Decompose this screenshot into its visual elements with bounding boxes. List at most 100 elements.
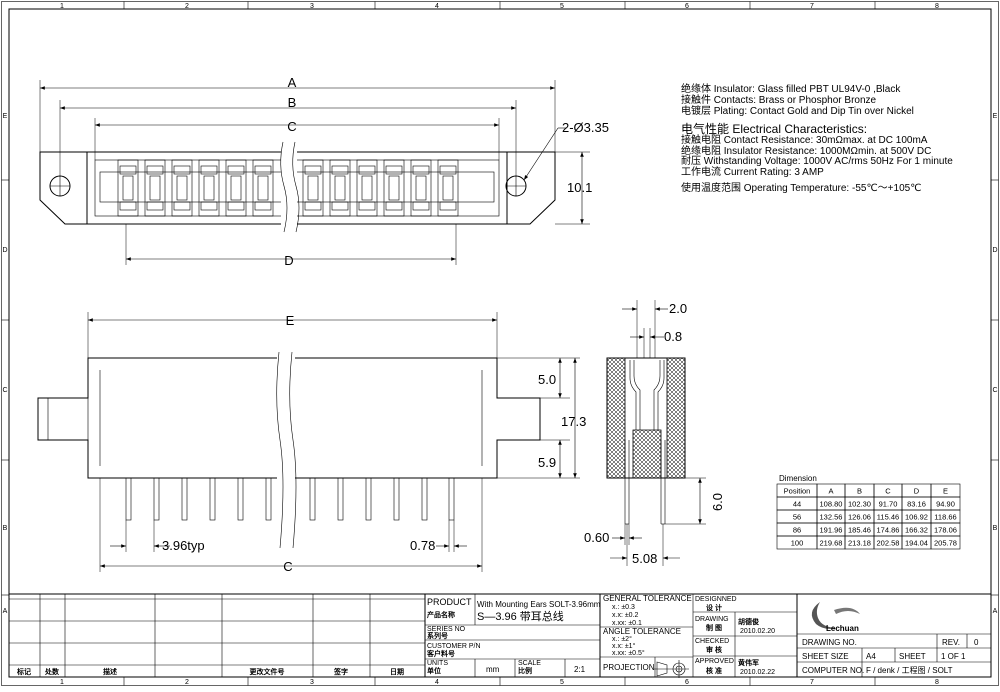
spec-note-contacts: 接触件 Contacts: Brass or Phosphor Bronze (681, 93, 877, 106)
table-cell: 194.04 (901, 535, 932, 550)
pin (448, 477, 455, 521)
table-cell: 115.46 (873, 509, 903, 524)
column-marker-top: 4 (435, 3, 439, 10)
svg-text:132.56: 132.56 (820, 513, 843, 522)
contact-cavity (144, 159, 166, 217)
angle-tol-3: x.xx: ±0.5° (612, 649, 645, 657)
drawing-no-label: DRAWING NO. (802, 638, 857, 647)
drawer-name: 胡德俊 (738, 617, 759, 626)
svg-text:94.90: 94.90 (936, 500, 955, 509)
svg-text:B: B (857, 487, 862, 496)
spec-note-insulator: 绝缘体 Insulator: Glass filled PBT UL94V-0 … (681, 82, 901, 95)
angle-tol-2: x.x: ±1° (612, 642, 636, 650)
svg-text:56: 56 (793, 513, 801, 522)
title-block: 标记处数描述更改文件号签字日期 PRODUCT 产品名称 With Mounti… (8, 593, 992, 678)
scale-label-cn: 比例 (518, 666, 532, 675)
table-cell: 106.92 (901, 509, 932, 524)
column-marker-bottom: 7 (810, 679, 814, 686)
table-cell: 166.32 (901, 522, 932, 537)
general-tol-3: x.xx: ±0.1 (612, 620, 642, 627)
pin (421, 477, 428, 521)
row-marker-left: C (2, 387, 7, 394)
table-cell: 174.86 (873, 522, 903, 537)
pin (393, 477, 400, 521)
pins (125, 477, 455, 521)
side-view-dimensions: 2.0 0.8 6.0 0.60 5.08 (584, 300, 725, 566)
column-marker-bottom: 5 (560, 679, 564, 686)
row-marker-left: E (3, 113, 8, 120)
designed-label-cn: 设 计 (706, 603, 722, 612)
svg-text:115.46: 115.46 (877, 513, 899, 522)
svg-text:102.30: 102.30 (848, 500, 871, 509)
computer-no-label: COMPUTER NO. (802, 666, 864, 675)
dim-c-label: C (287, 119, 296, 134)
table-header-cell: B (844, 483, 875, 498)
column-marker-top: 2 (185, 3, 189, 10)
table-header-cell: D (901, 483, 932, 498)
svg-text:E: E (943, 487, 948, 496)
column-marker-bottom: 4 (435, 679, 439, 686)
rev-value: 0 (974, 638, 979, 647)
drawing-label-cn: 制 图 (706, 623, 722, 632)
drawing-date: 2010.02.20 (740, 628, 775, 635)
svg-text:205.78: 205.78 (934, 539, 957, 548)
product-label-cn: 产品名称 (427, 610, 455, 619)
electrical-note-insulation: 绝缘电阻 Insulator Resistance: 1000MΩmin. at… (681, 144, 931, 157)
revision-header: 更改文件号 (250, 667, 285, 676)
dim-e-label: E (286, 313, 295, 328)
contact-cavity (117, 159, 139, 217)
column-marker-bottom: 6 (685, 679, 689, 686)
pin (337, 477, 344, 521)
electrical-note-voltage: 耐压 Withstanding Voltage: 1000V AC/rms 50… (681, 154, 953, 167)
electrical-title: 电气性能 Electrical Characteristics: (681, 121, 867, 136)
table-cell: 132.56 (816, 509, 846, 524)
table-cell: 185.46 (844, 522, 875, 537)
product-name-cn: S—3.96 带耳总线 (477, 609, 564, 623)
table-cell: 202.58 (873, 535, 903, 550)
lower-label: 5.9 (538, 455, 556, 470)
column-marker-bottom: 3 (310, 679, 314, 686)
svg-text:166.32: 166.32 (905, 526, 928, 535)
table-header-cell: E (930, 483, 961, 498)
pin (153, 477, 160, 521)
revision-headers: 标记处数描述更改文件号签字日期 (16, 667, 404, 676)
side-view (606, 357, 686, 525)
table-cell: 213.18 (844, 535, 875, 550)
svg-text:91.70: 91.70 (879, 500, 898, 509)
svg-text:194.04: 194.04 (905, 539, 928, 548)
rev-label: REV. (942, 638, 960, 647)
customer-label-cn: 客户料号 (426, 649, 455, 658)
total-label: 17.3 (561, 414, 586, 429)
approved-label: APPROVED (695, 658, 734, 665)
checked-label-cn: 审 核 (706, 645, 722, 654)
contact-cavities (117, 159, 459, 217)
svg-text:178.06: 178.06 (934, 526, 957, 535)
customer-label: CUSTOMER P/N (427, 643, 481, 650)
designed-label: DESIGNNED (695, 596, 737, 603)
table-cell: 102.30 (844, 496, 875, 511)
table-cell: 83.16 (901, 496, 932, 511)
svg-text:100: 100 (791, 539, 804, 548)
contact-cavity (252, 159, 274, 217)
approved-label-cn: 核 准 (706, 666, 722, 675)
table-cell: 178.06 (930, 522, 961, 537)
column-marker-bottom: 8 (935, 679, 939, 686)
side-d1-label: 2.0 (669, 301, 687, 316)
table-cell: 56 (776, 509, 818, 524)
table-cell: 205.78 (930, 535, 961, 550)
revision-header: 签字 (333, 667, 348, 676)
table-cell: 86 (776, 522, 818, 537)
sheet-size-label: SHEET SIZE (802, 652, 849, 661)
table-header-cell: A (816, 483, 846, 498)
column-marker-top: 6 (685, 3, 689, 10)
pin (365, 477, 372, 521)
side-d2-label: 0.8 (664, 329, 682, 344)
pin-width-label: 0.78 (410, 538, 435, 553)
dim-d-label: D (284, 253, 293, 268)
units-label: UNITS (427, 660, 448, 667)
row-marker-right: B (993, 525, 998, 532)
product-name: With Mounting Ears SOLT-3.96mm (477, 600, 601, 609)
